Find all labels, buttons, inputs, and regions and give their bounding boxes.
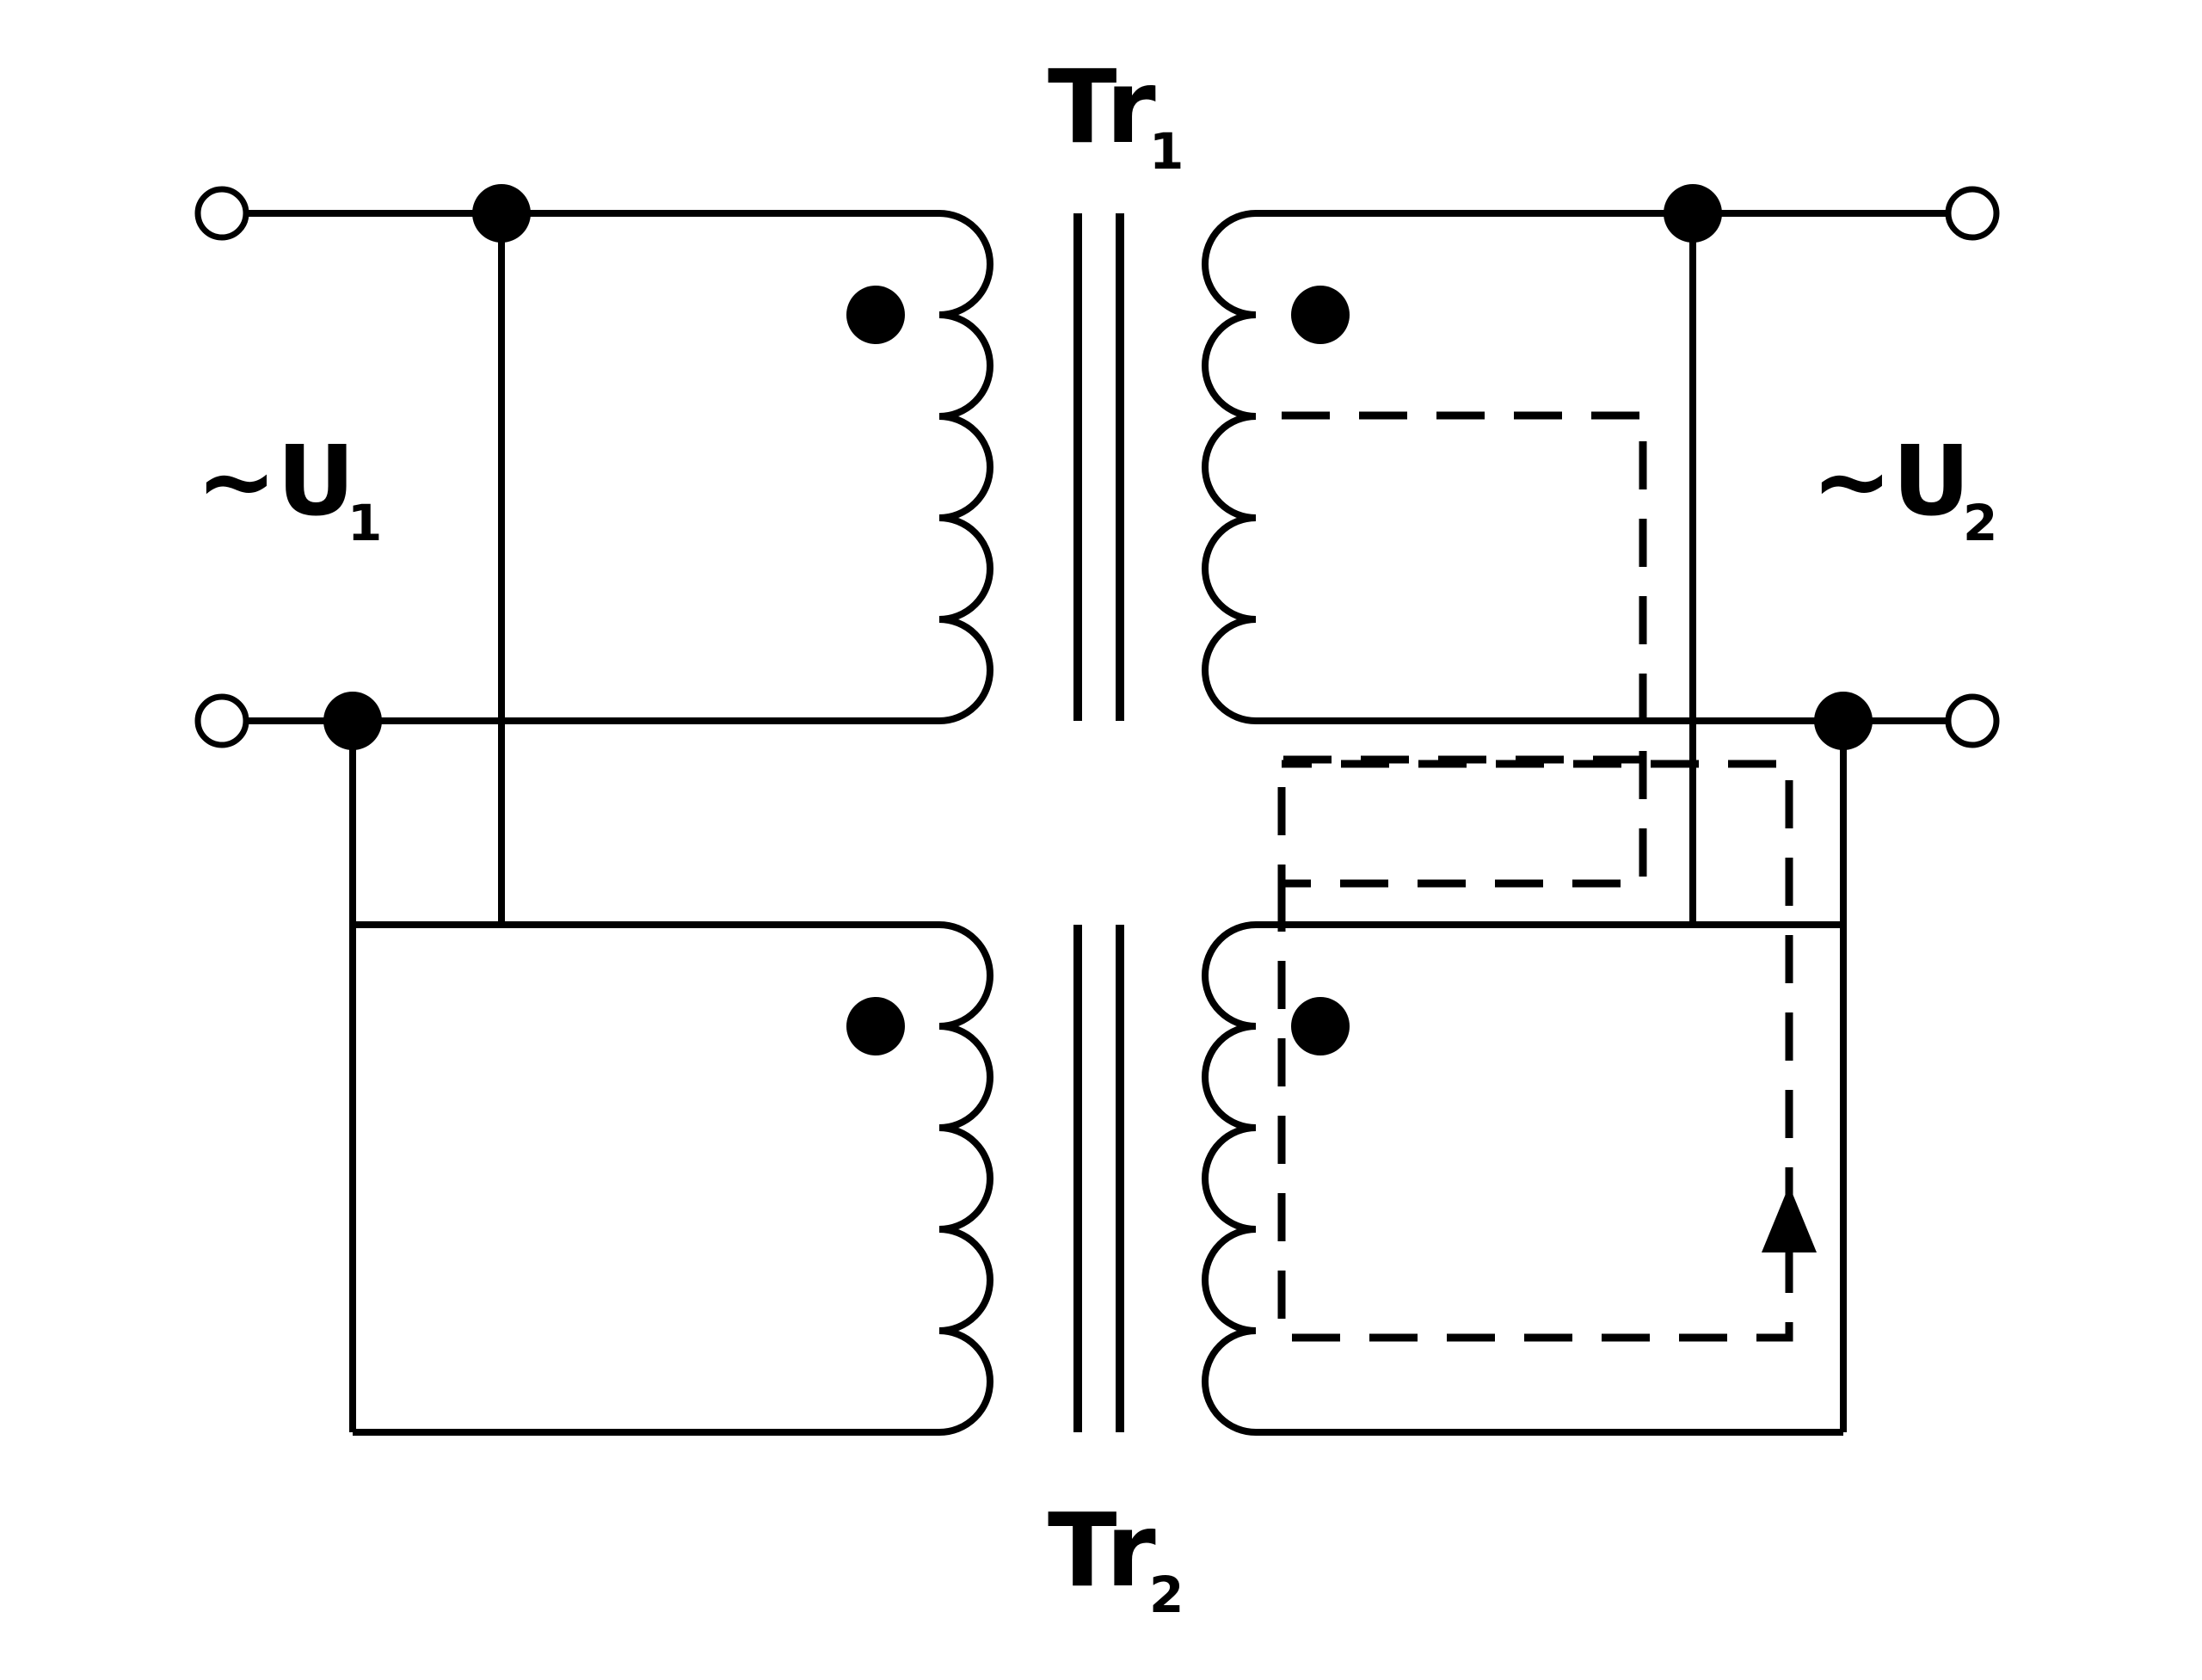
tr1-label-main: Tr — [1048, 47, 1156, 166]
current-loop-lower — [1277, 760, 1793, 1342]
u2-label: ~U 2 — [1811, 426, 1997, 552]
tr1-primary-polarity-dot — [846, 286, 905, 344]
output-terminal-top — [1945, 186, 2000, 241]
u1-label-sub: 1 — [348, 494, 382, 552]
tr1-primary-winding — [938, 210, 993, 724]
junction-node — [1664, 184, 1722, 243]
current-loop-upper — [1277, 411, 1647, 888]
tr1-label: Tr 1 — [1048, 47, 1184, 181]
tr2-secondary-winding — [1202, 921, 1257, 1436]
current-direction-arrow-icon — [1762, 1185, 1817, 1252]
u2-label-sub: 2 — [1963, 494, 1997, 552]
input-terminal-bottom — [194, 693, 249, 748]
output-terminal-bottom — [1945, 693, 2000, 748]
output-wiring — [1256, 210, 1953, 1436]
u1-label-main: ~U — [196, 426, 355, 538]
tr1-secondary-polarity-dot — [1291, 286, 1350, 344]
junction-node — [1814, 692, 1873, 750]
tr2-label-sub: 2 — [1149, 1566, 1184, 1624]
input-wiring — [248, 210, 939, 1436]
tr2-primary-polarity-dot — [846, 997, 905, 1055]
tr2-secondary-polarity-dot — [1291, 997, 1350, 1055]
tr1-label-sub: 1 — [1149, 122, 1184, 181]
junction-node — [323, 692, 382, 750]
tr1-core — [1073, 213, 1124, 721]
u2-label-main: ~U — [1811, 426, 1971, 538]
tr2-label-main: Tr — [1048, 1491, 1156, 1609]
tr2-label: Tr 2 — [1048, 1491, 1184, 1624]
junction-node — [472, 184, 531, 243]
tr2-primary-winding — [938, 921, 993, 1436]
input-terminal-top — [194, 186, 249, 241]
tr1-secondary-winding — [1202, 210, 1257, 724]
u1-label: ~U 1 — [196, 426, 382, 552]
tr2-core — [1073, 925, 1124, 1432]
